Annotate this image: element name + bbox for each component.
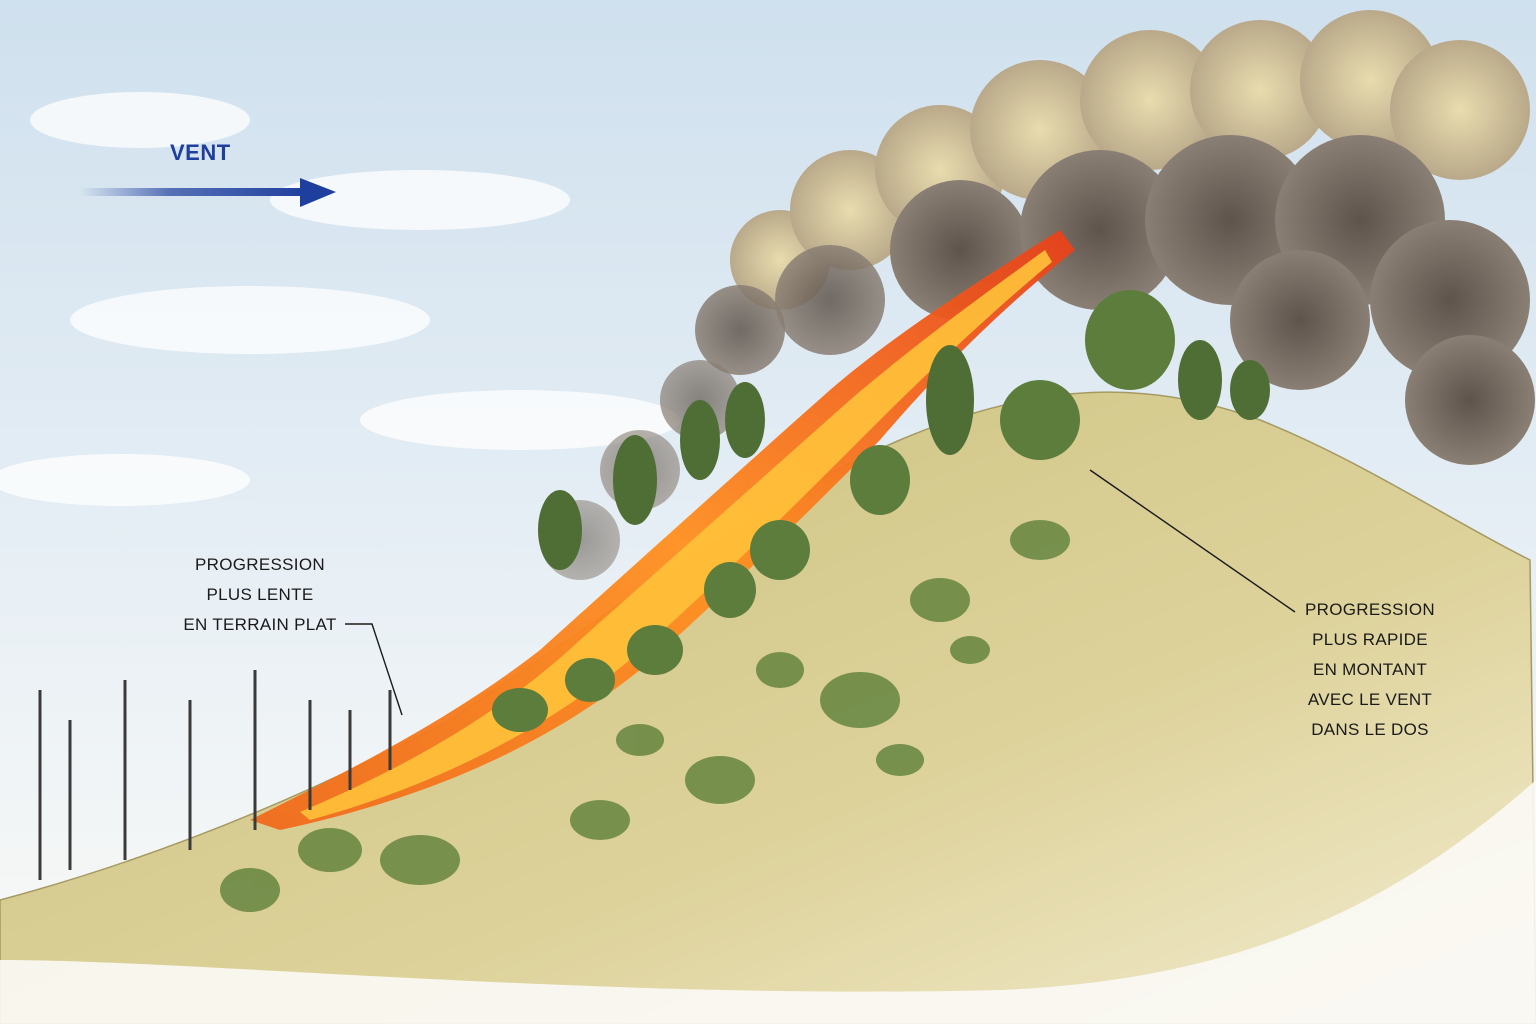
annotation-right-line-4: AVEC LE VENT — [1307, 690, 1433, 709]
annotation-left-line-1: PROGRESSION — [195, 555, 325, 574]
wind-label: VENT — [170, 140, 231, 165]
annotation-left-line-3: EN TERRAIN PLAT — [183, 615, 337, 634]
fire-front — [250, 230, 1075, 830]
wind-arrow — [80, 178, 336, 207]
annotation-left-line-2: PLUS LENTE — [206, 585, 314, 604]
leader-line-left — [345, 623, 403, 716]
smoke-plume — [540, 10, 1535, 580]
burnt-trees — [38, 670, 392, 880]
hill-base-fade — [0, 780, 1536, 1024]
shrubs — [220, 520, 1070, 912]
annotation-right-line-2: PLUS RAPIDE — [1312, 630, 1428, 649]
sky-clouds — [0, 92, 680, 506]
annotation-right-line-1: PROGRESSION — [1305, 600, 1435, 619]
leader-line-right — [1089, 469, 1296, 613]
annotation-right-line-5: DANS LE DOS — [1311, 720, 1429, 739]
annotation-slow-progression: PROGRESSION PLUS LENTE EN TERRAIN PLAT — [160, 550, 360, 640]
annotation-right-line-3: EN MONTANT — [1312, 660, 1428, 679]
annotation-fast-progression: PROGRESSION PLUS RAPIDE EN MONTANT AVEC … — [1290, 595, 1450, 745]
green-trees — [492, 290, 1270, 732]
